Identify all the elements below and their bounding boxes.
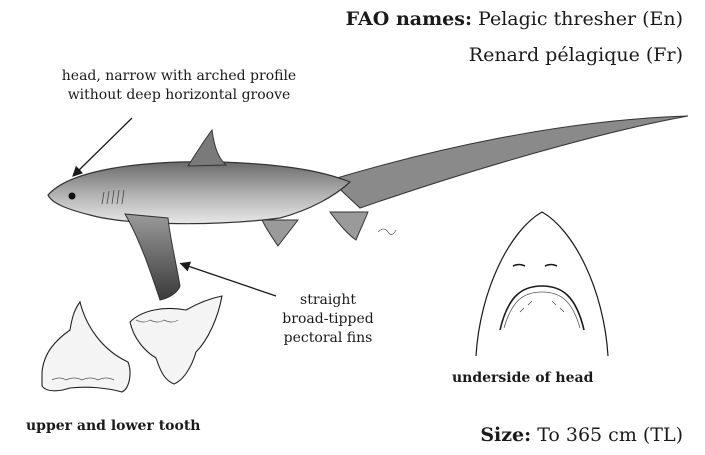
lower-tooth <box>130 296 222 384</box>
fao-french-name: Renard pélagique (Fr) <box>469 44 683 66</box>
teeth-caption: upper and lower tooth <box>26 418 200 434</box>
size-label: Size: <box>480 424 531 446</box>
head-annotation: head, narrow with arched profile without… <box>34 67 324 105</box>
shark-pelvic-fin <box>262 220 298 246</box>
fao-names-line: FAO names: Pelagic thresher (En) <box>346 8 683 30</box>
underside-caption: underside of head <box>452 370 593 386</box>
shark-body <box>48 162 350 224</box>
underside-head-drawing <box>476 212 608 356</box>
size-line: Size: To 365 cm (TL) <box>480 424 683 446</box>
shark-pectoral-fin <box>125 214 180 300</box>
shark-dorsal-fin <box>188 130 226 166</box>
fao-label: FAO names: <box>346 8 472 30</box>
head-annotation-line1: head, narrow with arched profile <box>34 67 324 86</box>
fao-english-name: Pelagic thresher (En) <box>478 8 683 30</box>
size-value: To 365 cm (TL) <box>537 424 683 446</box>
teeth-drawing <box>42 296 222 392</box>
fin-annotation: straight broad-tipped pectoral fins <box>268 291 388 348</box>
shark-eye <box>69 193 76 200</box>
fin-arrow <box>182 264 276 296</box>
fin-annotation-line1: straight <box>268 291 388 310</box>
shark-anal-fin <box>330 212 368 240</box>
shark-drawing <box>48 116 688 300</box>
head-annotation-line2: without deep horizontal groove <box>34 86 324 105</box>
fin-annotation-line3: pectoral fins <box>268 329 388 348</box>
fin-annotation-line2: broad-tipped <box>268 310 388 329</box>
shark-tail <box>330 116 688 208</box>
